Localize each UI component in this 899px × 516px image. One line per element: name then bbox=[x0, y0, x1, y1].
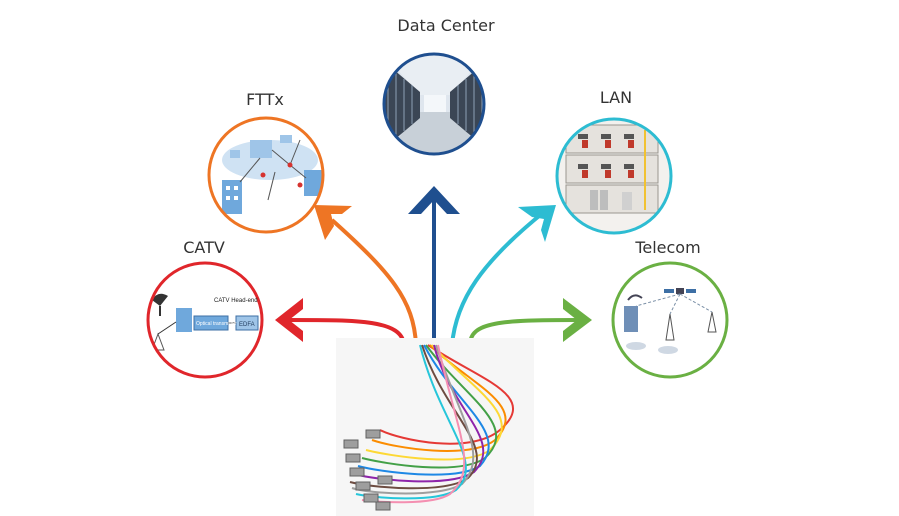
arrow-head-catv bbox=[275, 298, 303, 342]
arrow-head-lan bbox=[518, 205, 556, 242]
data-center-label: Data Center bbox=[397, 16, 495, 35]
telecom-label: Telecom bbox=[635, 238, 701, 257]
lan-ring bbox=[555, 117, 673, 235]
catv-label: CATV bbox=[183, 238, 225, 257]
telecom-node bbox=[611, 261, 729, 379]
arrow-head-telecom bbox=[563, 298, 592, 342]
catv-edfa-label: EDFA bbox=[239, 322, 255, 328]
arrow-fttx bbox=[330, 218, 418, 346]
data-center-node bbox=[382, 52, 486, 156]
arrow-head-data-center bbox=[408, 186, 460, 214]
arrow-catv bbox=[287, 318, 406, 346]
catv-headend-label: CATV Head-end bbox=[214, 298, 258, 304]
catv-ring bbox=[146, 261, 264, 379]
arrow-head-fttx bbox=[314, 205, 352, 240]
data-center-ring bbox=[382, 52, 486, 156]
fttx-label: FTTx bbox=[246, 90, 284, 109]
fttx-ring bbox=[207, 116, 325, 234]
arrow-lan bbox=[450, 210, 546, 346]
arrows bbox=[275, 186, 592, 346]
fiber-pigtail-icon bbox=[336, 338, 534, 516]
telecom-ring bbox=[611, 261, 729, 379]
fttx-node bbox=[207, 116, 325, 234]
lan-label: LAN bbox=[599, 88, 633, 107]
lan-node bbox=[555, 117, 673, 235]
catv-transmitter-label: Optical transmitter bbox=[196, 321, 237, 327]
catv-node bbox=[146, 261, 264, 379]
